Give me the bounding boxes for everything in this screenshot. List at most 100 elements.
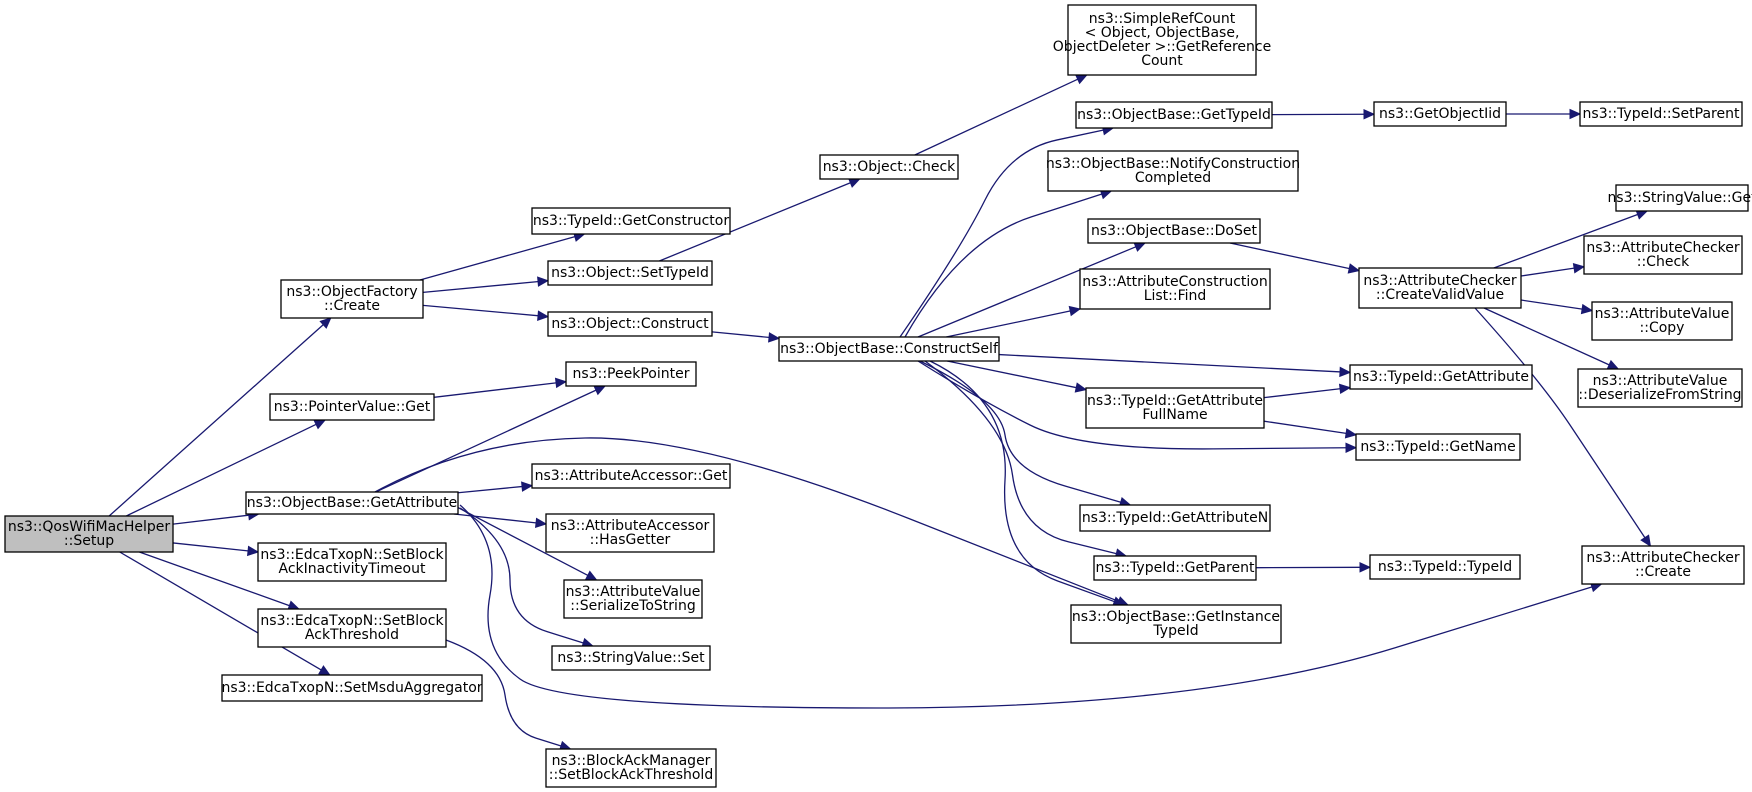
edge-arrowhead xyxy=(1580,303,1594,315)
edge-setup-to-ackthr xyxy=(139,551,300,611)
edge-arrowhead xyxy=(768,332,781,343)
node-box xyxy=(1583,235,1743,275)
node-obgettid[interactable]: ns3::ObjectBase::GetTypeId xyxy=(1075,101,1273,129)
node-strget[interactable]: ns3::StringValue::Get xyxy=(1607,184,1752,212)
node-acreate[interactable]: ns3::AttributeChecker::Create xyxy=(1581,545,1745,585)
node-ptrget[interactable]: ns3::PointerValue::Get xyxy=(269,393,435,421)
node-label: ns3::PeekPointer xyxy=(573,366,690,382)
node-acheck[interactable]: ns3::AttributeChecker::Check xyxy=(1583,235,1743,275)
edge-line xyxy=(172,514,250,525)
edge-line xyxy=(459,504,1594,709)
node-msdu[interactable]: ns3::EdcaTxopN::SetMsduAggregator xyxy=(221,674,483,702)
edge-line xyxy=(917,360,1348,450)
node-objfactory[interactable]: ns3::ObjectFactory::Create xyxy=(280,279,424,319)
node-accget[interactable]: ns3::AttributeAccessor::Get xyxy=(531,463,731,489)
node-label: ns3::ObjectBase::GetTypeId xyxy=(1077,107,1271,123)
node-box xyxy=(1067,4,1257,76)
edge-line xyxy=(924,360,1118,555)
node-label: ::Setup xyxy=(64,533,114,549)
node-cvv[interactable]: ns3::AttributeChecker::CreateValidValue xyxy=(1358,267,1522,309)
node-gattrn[interactable]: ns3::TypeId::GetAttributeN xyxy=(1079,504,1271,532)
edge-line xyxy=(445,639,563,747)
edge-line xyxy=(899,129,1105,338)
edge-cself-to-tgetname xyxy=(917,360,1358,454)
node-refcount[interactable]: ns3::SimpleRefCount< Object, ObjectBase,… xyxy=(1053,4,1271,76)
edge-construct-to-cself xyxy=(711,331,781,343)
edge-doset-to-cvv xyxy=(1229,242,1361,274)
edge-gafn-to-tgetname xyxy=(1263,420,1358,439)
node-acopy[interactable]: ns3::AttributeValue::Copy xyxy=(1591,301,1733,341)
node-tgetname[interactable]: ns3::TypeId::GetName xyxy=(1355,433,1521,461)
node-cself[interactable]: ns3::ObjectBase::ConstructSelf xyxy=(778,336,1000,362)
edge-cself-to-notify xyxy=(904,189,1113,338)
node-box xyxy=(547,260,713,286)
node-label: ns3::ObjectBase::GetInstance xyxy=(1072,609,1280,625)
edge-objfactory-to-construct xyxy=(422,304,550,321)
node-label: AckThreshold xyxy=(305,627,399,643)
node-label: ::HasGetter xyxy=(590,532,671,548)
edge-arrowhead xyxy=(1344,428,1358,439)
edge-line xyxy=(454,505,589,577)
node-getctor[interactable]: ns3::TypeId::GetConstructor xyxy=(531,207,731,235)
node-setup[interactable]: ns3::QosWifiMacHelper::Setup xyxy=(4,515,174,553)
node-label: ns3::SimpleRefCount xyxy=(1089,11,1236,27)
node-tidtid[interactable]: ns3::TypeId::TypeId xyxy=(1369,554,1521,580)
node-box xyxy=(4,515,174,553)
node-tgetattr[interactable]: ns3::TypeId::GetAttribute xyxy=(1349,364,1533,390)
node-setparent[interactable]: ns3::TypeId::SetParent xyxy=(1579,101,1743,127)
edge-arrowhead xyxy=(318,665,331,676)
edge-arrowhead xyxy=(847,178,861,188)
node-notify[interactable]: ns3::ObjectBase::NotifyConstructionCompl… xyxy=(1046,150,1300,192)
edge-arrowhead xyxy=(534,517,548,529)
node-strset[interactable]: ns3::StringValue::Set xyxy=(551,645,711,671)
node-peek[interactable]: ns3::PeekPointer xyxy=(565,361,697,387)
node-getattr[interactable]: ns3::ObjectBase::GetAttribute xyxy=(245,491,459,515)
node-box xyxy=(819,154,959,180)
edge-line xyxy=(459,507,585,644)
node-settypeid[interactable]: ns3::Object::SetTypeId xyxy=(547,260,713,286)
node-hasgetter[interactable]: ns3::AttributeAccessor::HasGetter xyxy=(545,513,715,553)
edge-arrowhead xyxy=(1068,305,1082,317)
node-inact[interactable]: ns3::EdcaTxopN::SetBlockAckInactivityTim… xyxy=(257,542,447,582)
edge-line xyxy=(1263,420,1348,435)
node-label: FullName xyxy=(1142,407,1207,423)
edge-getparent-to-tidtid xyxy=(1255,562,1372,573)
node-deser[interactable]: ns3::AttributeValue::DeserializeFromStri… xyxy=(1577,368,1743,408)
node-label: ns3::GetObjectIid xyxy=(1379,106,1501,122)
node-label: ns3::ObjectBase::NotifyConstruction xyxy=(1046,156,1300,172)
edge-cvv-to-acheck xyxy=(1520,263,1586,277)
node-ackthr[interactable]: ns3::EdcaTxopN::SetBlockAckThreshold xyxy=(257,608,447,648)
node-label: ns3::ObjectFactory xyxy=(286,284,417,300)
edge-cself-to-aclfind xyxy=(946,305,1082,338)
node-box xyxy=(1047,150,1299,192)
node-bamgr[interactable]: ns3::BlockAckManager::SetBlockAckThresho… xyxy=(545,748,717,788)
edge-line xyxy=(929,360,1116,603)
node-label: ns3::EdcaTxopN::SetBlock xyxy=(260,547,444,563)
edge-line xyxy=(172,542,250,552)
node-doset[interactable]: ns3::ObjectBase::DoSet xyxy=(1087,218,1261,244)
edge-setup-to-objfactory xyxy=(108,317,332,517)
edge-line xyxy=(998,353,1342,373)
node-label: Count xyxy=(1141,53,1183,69)
node-check[interactable]: ns3::Object::Check xyxy=(819,154,959,180)
node-label: ::DeserializeFromString xyxy=(1578,387,1741,403)
node-label: ns3::AttributeChecker xyxy=(1586,550,1740,566)
node-construct[interactable]: ns3::Object::Construct xyxy=(547,311,713,337)
edge-line xyxy=(919,360,1122,504)
nodes-layer: ns3::QosWifiMacHelper::Setup ns3::ObjectF… xyxy=(4,4,1752,788)
node-box xyxy=(245,491,459,515)
edge-line xyxy=(1493,213,1639,269)
node-getobjiid[interactable]: ns3::GetObjectIid xyxy=(1373,101,1507,127)
node-label: < Object, ObjectBase, xyxy=(1085,25,1240,41)
node-label: ObjectDeleter >::GetReference xyxy=(1053,39,1271,55)
node-box xyxy=(280,279,424,319)
node-getparent[interactable]: ns3::TypeId::GetParent xyxy=(1093,555,1257,581)
node-label: ns3::ObjectBase::DoSet xyxy=(1091,223,1257,239)
edge-line xyxy=(904,193,1103,338)
node-label: ns3::TypeId::GetName xyxy=(1360,439,1515,455)
node-ser[interactable]: ns3::AttributeValue::SerializeToString xyxy=(563,579,703,619)
